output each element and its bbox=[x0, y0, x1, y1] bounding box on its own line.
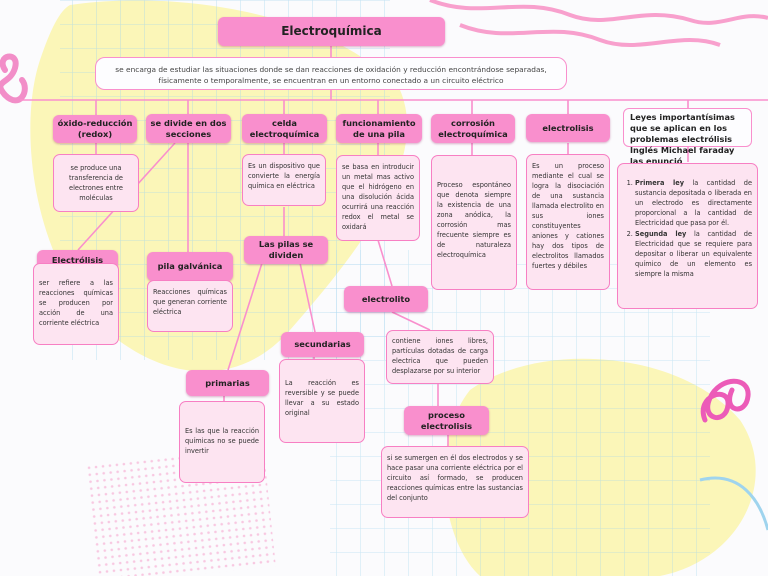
node-electrolito: electrolito bbox=[344, 286, 428, 312]
law-1-text: la cantidad de sustancia depositada o li… bbox=[635, 179, 752, 227]
node-se-divide: se divide en dos secciones bbox=[146, 114, 231, 143]
title-node: Electroquímica bbox=[218, 17, 445, 46]
pink-squiggle-left bbox=[0, 53, 28, 104]
node-pilas-dividen: Las pilas se dividen bbox=[244, 236, 328, 264]
definition-box: se encarga de estudiar las situaciones d… bbox=[95, 57, 567, 90]
law-1: Primera ley la cantidad de sustancia dep… bbox=[635, 178, 752, 228]
pink-wave-top2 bbox=[459, 23, 721, 47]
pink-wave-top bbox=[429, 0, 768, 25]
note-primarias: Es las que la reacción químicas no se pu… bbox=[179, 401, 265, 483]
node-celda-electroquimica: celda electroquímica bbox=[242, 114, 327, 143]
note-funcionamiento-pila: se basa en introducir un metal mas activ… bbox=[336, 155, 420, 241]
node-primarias: primarias bbox=[186, 370, 269, 396]
law-2-title: Segunda ley bbox=[635, 230, 687, 238]
law-1-title: Primera ley bbox=[635, 179, 685, 187]
node-proceso-electrolisis: proceso electrolisis bbox=[404, 406, 489, 435]
note-leyes: Primera ley la cantidad de sustancia dep… bbox=[617, 163, 758, 309]
node-leyes: Leyes importantísimas que se aplican en … bbox=[623, 108, 752, 166]
note-proceso-electrolisis: si se sumergen en él dos electrodos y se… bbox=[381, 446, 529, 518]
node-corrosion-electroquimica: corrosión electroquímica bbox=[431, 114, 515, 143]
note-pila-galvanica: Reacciones químicas que generan corrient… bbox=[147, 280, 233, 332]
node-electrolisis: electrolisis bbox=[526, 114, 610, 142]
node-pila-galvanica: pila galvánica bbox=[147, 252, 233, 281]
note-oxido-reduccion: se produce una transferencia de electron… bbox=[53, 154, 139, 212]
law-2-text: la cantidad de Electricidad que se requi… bbox=[635, 230, 753, 278]
note-electrolisis-seccion: ser refiere a las reacciones químicas se… bbox=[33, 263, 119, 345]
law-2: Segunda ley la cantidad de Electricidad … bbox=[635, 229, 752, 279]
note-electrolisis: Es un proceso mediante el cual se logra … bbox=[526, 154, 610, 290]
note-celda-electroquimica: Es un dispositivo que convierte la energ… bbox=[242, 154, 326, 206]
pink-squiggle-right bbox=[700, 378, 751, 423]
node-secundarias: secundarias bbox=[281, 332, 364, 357]
note-electrolito: contiene iones libres, partículas dotada… bbox=[386, 330, 494, 384]
node-oxido-reduccion: óxido-reducción (redox) bbox=[53, 115, 137, 143]
node-funcionamiento-pila: funcionamiento de una pila bbox=[336, 114, 422, 143]
note-secundarias: La reacción es reversible y se puede lle… bbox=[279, 359, 365, 443]
note-corrosion-electroquimica: Proceso espontáneo que denota siempre la… bbox=[431, 155, 517, 290]
blue-curve-right bbox=[699, 476, 768, 531]
